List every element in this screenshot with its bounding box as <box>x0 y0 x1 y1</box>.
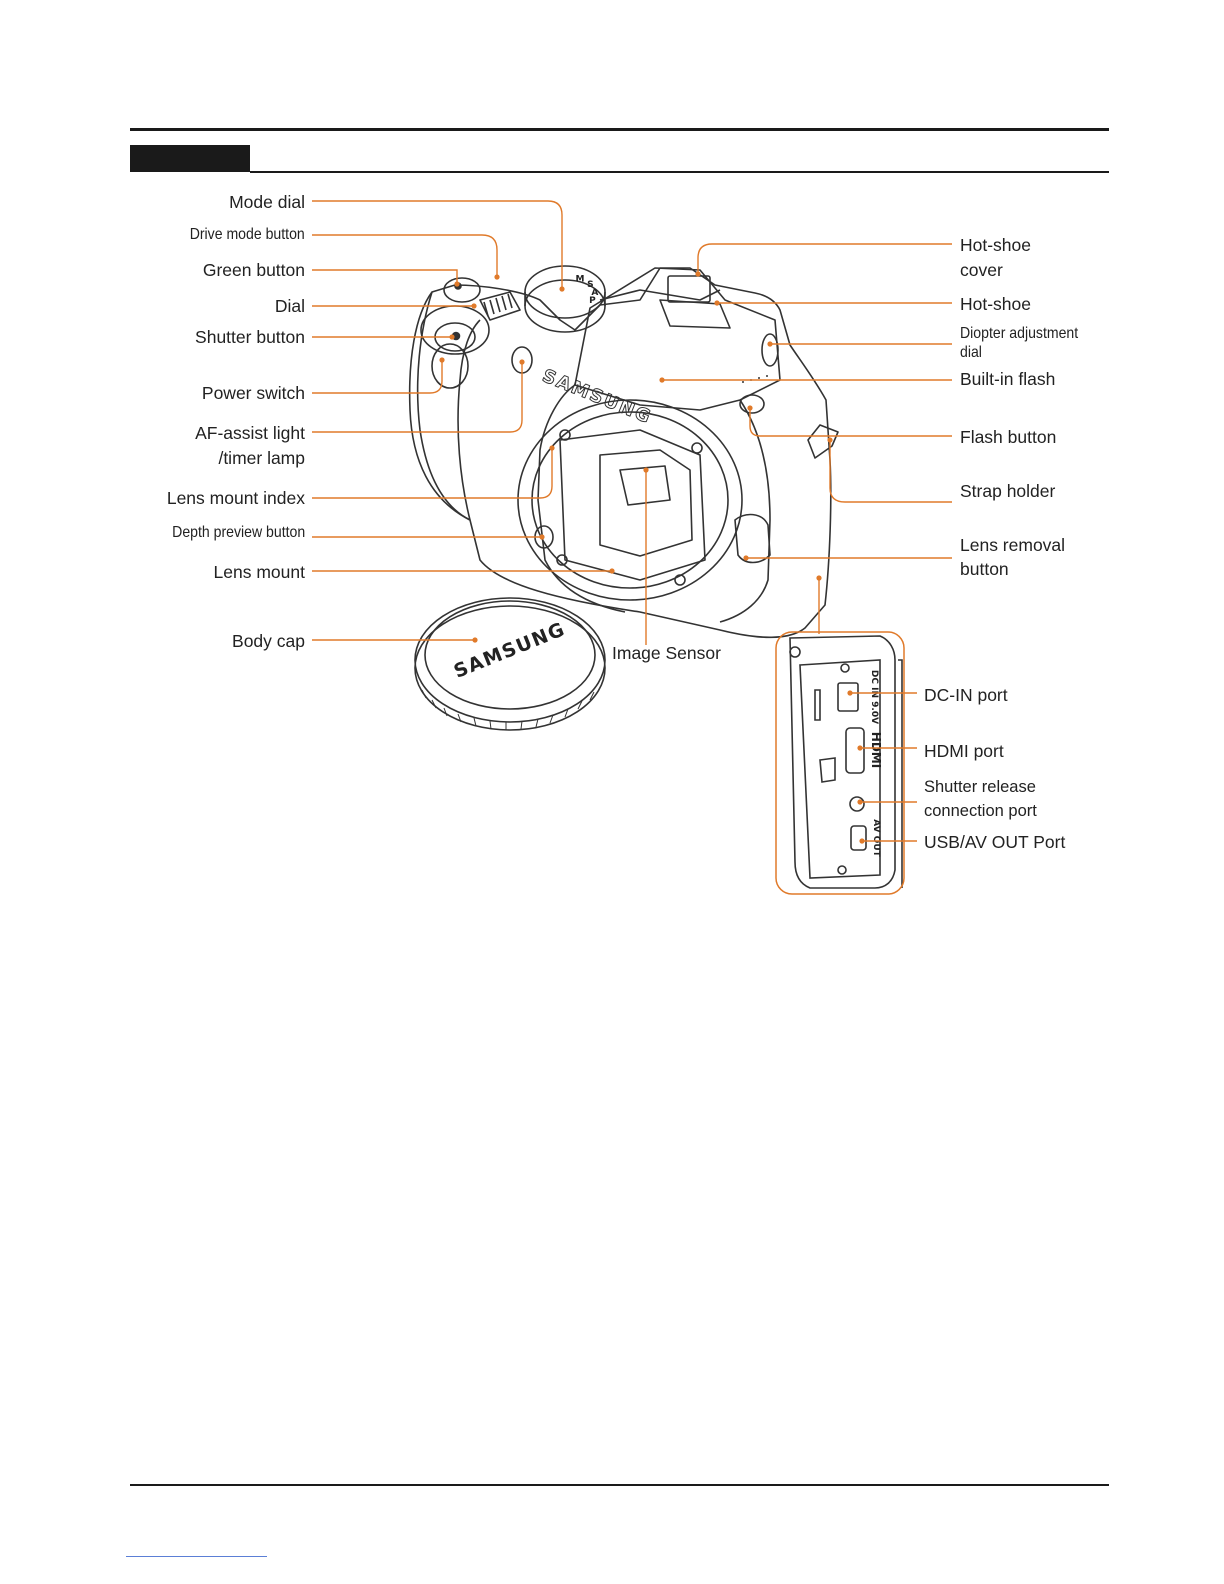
label-built-in-flash: Built-in flash <box>960 369 1056 389</box>
label-power-switch: Power switch <box>201 383 305 403</box>
av-out-marking: AV OUT <box>871 819 881 857</box>
label-strap-holder: Strap holder <box>960 481 1056 501</box>
label-hot-shoe: Hot-shoe <box>960 294 1032 314</box>
label-lens-removal-button: button <box>960 559 1009 579</box>
port-panel: DC IN 9.0V HDMI AV OUT <box>789 635 903 889</box>
body-cap: SAMSUNG <box>414 597 606 731</box>
label-body-cap: Body cap <box>232 631 305 651</box>
bottom-rule <box>130 1484 1109 1486</box>
hdmi-marking: HDMI <box>869 732 883 768</box>
label-shutter-release: Shutter release <box>924 778 1036 796</box>
label-usb-av-out-port: USB/AV OUT Port <box>924 832 1066 852</box>
label-hot-shoe-cover-2: cover <box>960 260 1003 280</box>
label-lens-removal: Lens removal <box>960 535 1066 555</box>
label-green-button: Green button <box>202 260 305 280</box>
label-shutter-button: Shutter button <box>195 327 305 347</box>
section-rule <box>250 171 1109 173</box>
cap-brand: SAMSUNG <box>451 618 569 683</box>
label-hot-shoe-cover: Hot-shoe <box>960 235 1032 255</box>
leader-dots <box>439 271 865 844</box>
mode-dial-letter: S <box>587 280 593 290</box>
label-drive-mode-button: Drive mode button <box>189 226 305 243</box>
label-timer-lamp: /timer lamp <box>218 448 305 468</box>
footer-link-underline[interactable] <box>126 1556 267 1557</box>
section-tab <box>130 145 250 172</box>
label-depth-preview-button: Depth preview button <box>171 524 305 541</box>
label-diopter-dial: dial <box>960 344 982 361</box>
mode-dial-letter: M <box>576 274 585 284</box>
label-connection-port: connection port <box>924 802 1037 820</box>
label-lens-mount: Lens mount <box>213 562 305 582</box>
label-flash-button: Flash button <box>960 427 1057 447</box>
label-mode-dial: Mode dial <box>229 192 305 212</box>
label-dc-in-port: DC-IN port <box>924 685 1008 705</box>
label-image-sensor: Image Sensor <box>612 643 721 663</box>
camera-body: SAMSUNG <box>408 265 839 639</box>
mode-dial-letter: A <box>591 288 598 298</box>
camera-brand: SAMSUNG <box>539 365 655 428</box>
label-hdmi-port: HDMI port <box>924 741 1004 761</box>
label-af-assist-light: AF-assist light <box>195 423 305 443</box>
mode-dial-letter: P <box>589 296 596 306</box>
label-lens-mount-index: Lens mount index <box>166 488 305 508</box>
top-rule <box>130 128 1109 131</box>
label-dial: Dial <box>274 296 305 316</box>
leader-lines <box>312 200 952 842</box>
port-panel-frame <box>775 631 905 895</box>
dc-in-marking: DC IN 9.0V <box>869 670 879 724</box>
label-diopter-adjustment: Diopter adjustment <box>960 325 1079 342</box>
